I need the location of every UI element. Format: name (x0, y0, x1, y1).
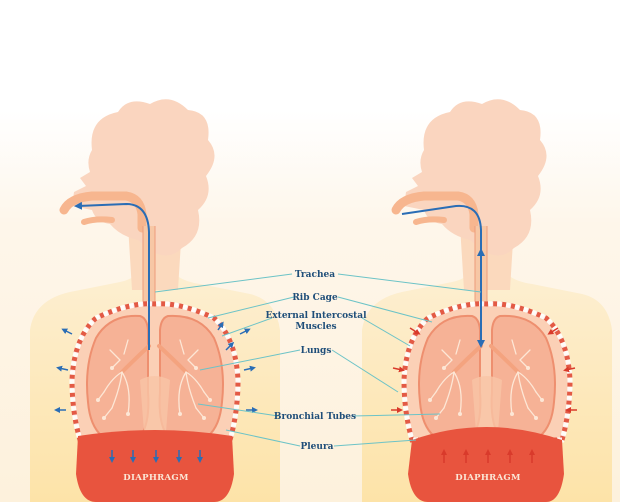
figure-exhale: DIAPHRAGM (30, 99, 280, 502)
label-intercostal-2: Muscles (295, 322, 336, 332)
labels: Trachea Rib Cage External Intercostal Mu… (265, 270, 367, 452)
diaphragm-left (76, 430, 234, 502)
diaphragm-arrows-right (441, 449, 535, 463)
label-pleura: Pleura (300, 442, 333, 452)
diaphragm-right (408, 427, 564, 502)
diaphragm-arrows-left (109, 450, 203, 463)
label-bronchial-tubes: Bronchial Tubes (274, 412, 356, 422)
diaphragm-label-left: DIAPHRAGM (123, 473, 189, 483)
leader-lines (154, 273, 482, 447)
diaphragm-label-right: DIAPHRAGM (455, 473, 521, 483)
airflow-arrow-left (74, 201, 150, 350)
figure-inhale: DIAPHRAGM (362, 99, 612, 502)
airflow-arrow-right (401, 204, 485, 348)
rib-arrows-right (391, 327, 577, 413)
label-lungs: Lungs (301, 346, 332, 356)
label-intercostal-1: External Intercostal (265, 311, 367, 321)
label-trachea: Trachea (295, 270, 335, 280)
rib-arrows-left (54, 321, 258, 413)
label-rib-cage: Rib Cage (292, 293, 338, 303)
